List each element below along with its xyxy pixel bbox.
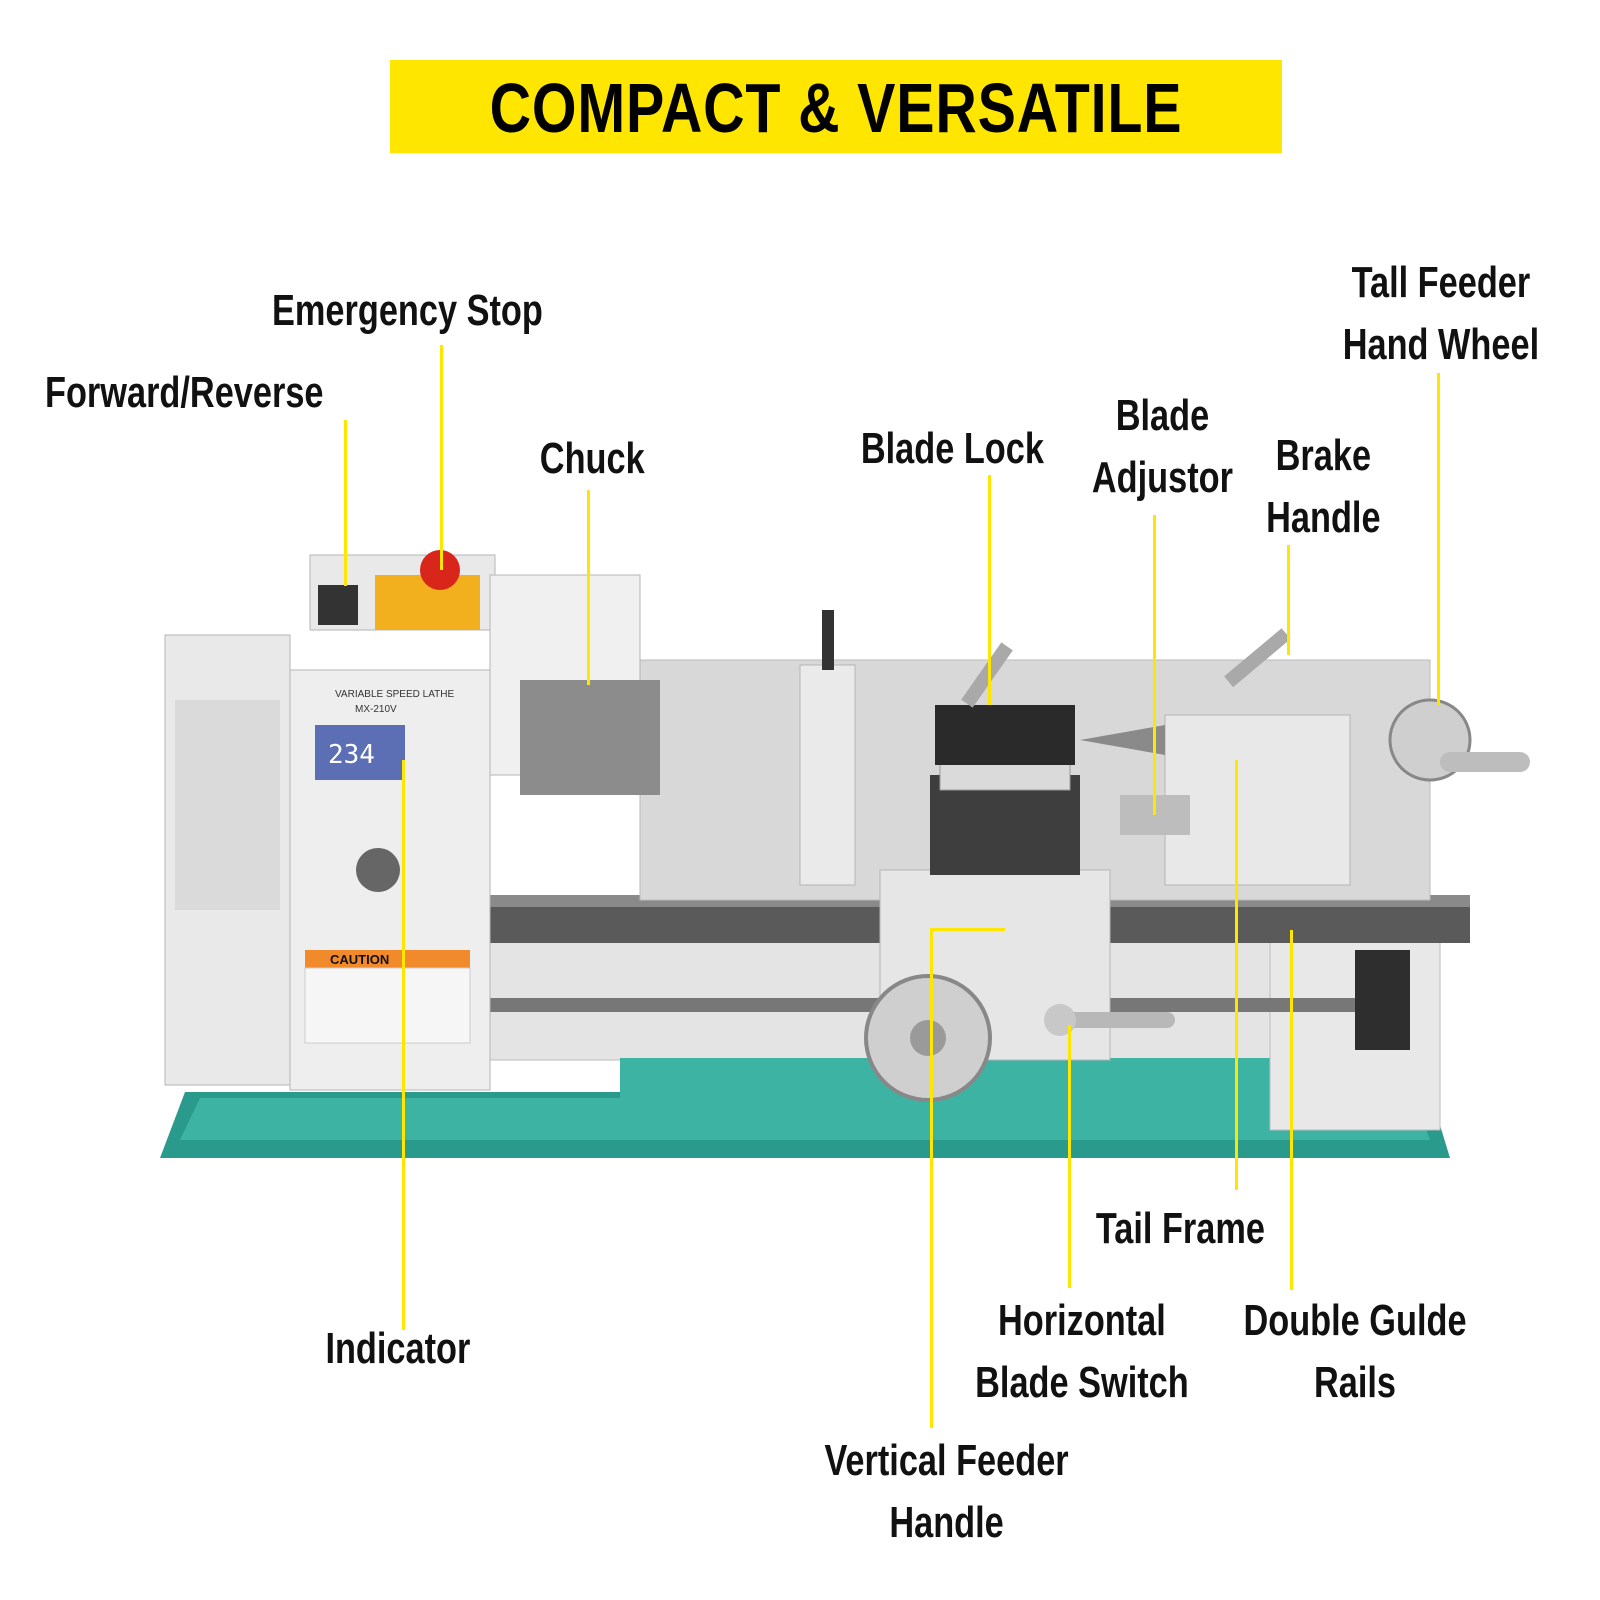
steady-rest-screw	[822, 610, 834, 670]
chuck	[520, 680, 660, 795]
leader-indicator	[402, 760, 405, 1330]
label-chuck: Chuck	[539, 434, 645, 483]
leader-blade-lock	[988, 475, 991, 705]
tool-lever	[961, 642, 1013, 708]
leader-brake-handle	[1287, 545, 1290, 655]
label-forward-reverse: Forward/Reverse	[45, 368, 324, 417]
leader-chuck	[587, 490, 590, 685]
leader-guide-rails	[1290, 930, 1293, 1290]
label-double-guide-rails: Double Gulde Rails	[1243, 1296, 1467, 1407]
label-indicator: Indicator	[325, 1324, 471, 1373]
label-horizontal-blade-switch: Horizontal Blade Switch	[975, 1296, 1189, 1407]
cross-slide	[930, 775, 1080, 875]
leader-forward-reverse	[344, 420, 347, 586]
title-banner: COMPACT & VERSATILE	[390, 60, 1282, 153]
carriage-stop	[1355, 950, 1410, 1050]
caution-body	[304, 967, 471, 1044]
banner-title: COMPACT & VERSATILE	[489, 69, 1183, 147]
label-blade-lock: Blade Lock	[860, 424, 1044, 473]
leader-horizontal-switch	[1068, 1025, 1071, 1288]
forward-reverse-switch	[318, 585, 358, 625]
emergency-stop-button	[420, 550, 460, 590]
label-blade-adjustor: Blade Adjustor	[1091, 391, 1233, 502]
leader-emergency-stop	[440, 345, 443, 570]
panel-model: MX-210V	[355, 704, 397, 715]
panel-brand: VARIABLE SPEED LATHE	[335, 689, 454, 700]
leader-tail-frame	[1235, 760, 1238, 1190]
leader-blade-adjustor	[1153, 515, 1156, 815]
label-tail-frame: Tail Frame	[1095, 1204, 1265, 1253]
brake-handle	[1224, 628, 1291, 688]
label-tail-feeder-hand-wheel: Tall Feeder Hand Wheel	[1342, 258, 1540, 369]
tail-hand-wheel-grip	[1440, 752, 1530, 772]
label-brake-handle: Brake Handle	[1266, 431, 1381, 542]
horizontal-switch-handle	[1055, 1012, 1175, 1028]
label-vertical-feeder-handle: Vertical Feeder Handle	[824, 1436, 1069, 1547]
speed-knob	[356, 848, 400, 892]
label-emergency-stop: Emergency Stop	[272, 286, 543, 335]
tailstock	[1164, 714, 1351, 886]
leader-vertical-feeder	[930, 928, 933, 1428]
steady-rest	[799, 664, 856, 886]
headstock-chart	[175, 700, 280, 910]
lcd-display	[315, 725, 405, 780]
tool-post	[935, 705, 1075, 765]
vertical-feeder-hub	[910, 1020, 946, 1056]
caution-text: CAUTION	[330, 952, 389, 967]
tailstock-center	[1080, 725, 1165, 755]
horizontal-switch-knob	[1044, 1004, 1076, 1036]
lcd-value: 234	[328, 740, 375, 770]
leader-tail-feeder	[1437, 373, 1440, 705]
caution-plate	[305, 950, 470, 968]
leader-vertical-feeder-h	[930, 928, 1005, 931]
